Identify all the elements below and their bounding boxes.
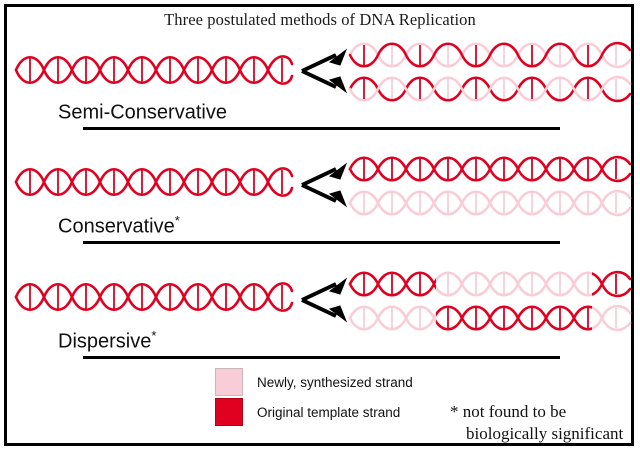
legend-swatch-newly-synthesized <box>215 368 243 396</box>
legend-label-original-template: Original template strand <box>257 405 401 420</box>
page-title: Three postulated methods of DNA Replicat… <box>164 10 476 29</box>
daughter-strand-dispersive-2 <box>348 301 632 335</box>
method-asterisk: * <box>151 328 157 343</box>
parent-strand-semi-conservative <box>14 50 294 90</box>
method-asterisk: * <box>174 213 180 228</box>
method-name: Dispersive <box>58 330 152 353</box>
legend-label-newly-synthesized: Newly, synthesized strand <box>257 375 413 390</box>
daughter-strand-conservative-1 <box>348 152 632 186</box>
replication-arrow-conservative <box>300 160 348 215</box>
footnote-line-1: * not found to be <box>450 402 567 421</box>
daughter-strand-semi-conservative-1 <box>348 38 632 72</box>
daughter-strand-conservative-2 <box>348 186 632 220</box>
replication-arrow-dispersive <box>300 275 348 330</box>
method-label-conservative: Conservative* <box>58 213 180 239</box>
method-name: Conservative <box>58 215 175 238</box>
divider-conservative <box>83 241 560 244</box>
parent-strand-conservative <box>14 162 294 202</box>
divider-dispersive <box>83 356 560 359</box>
daughter-strand-dispersive-1 <box>348 267 632 301</box>
method-name: Semi-Conservative <box>58 101 227 124</box>
method-label-dispersive: Dispersive* <box>58 328 156 354</box>
daughter-strand-semi-conservative-2 <box>348 72 632 106</box>
divider-semi-conservative <box>83 127 560 130</box>
method-label-semi-conservative: Semi-Conservative <box>58 99 227 125</box>
parent-strand-dispersive <box>14 277 294 317</box>
footnote-line-2: biologically significant <box>466 424 624 443</box>
replication-arrow-semi-conservative <box>300 46 348 101</box>
legend-swatch-original-template <box>215 398 243 426</box>
